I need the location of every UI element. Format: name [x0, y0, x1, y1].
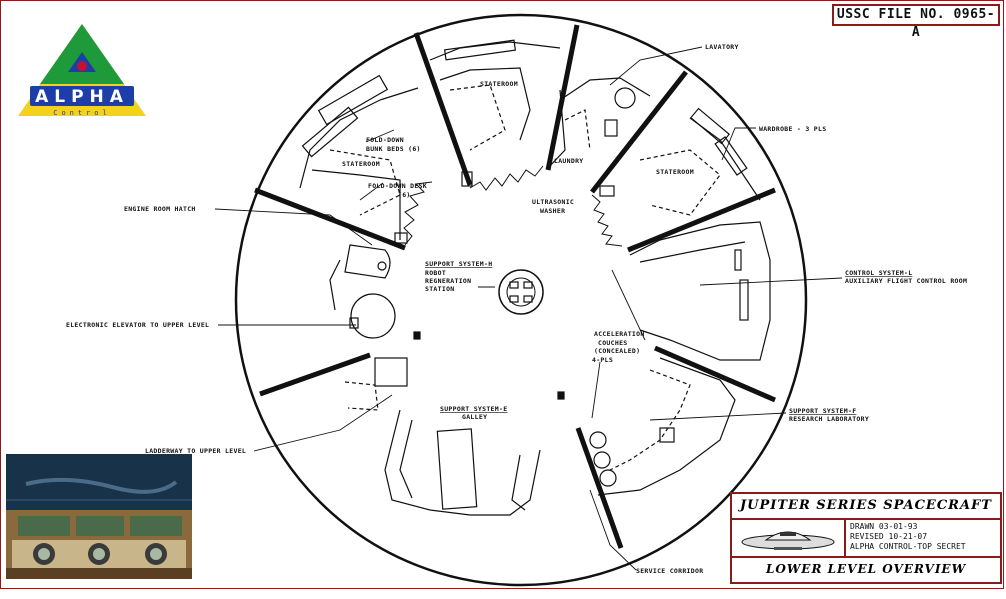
label-service-corridor: SERVICE CORRIDOR: [636, 567, 703, 575]
label-bunk-1: FOLD-DOWN: [366, 136, 404, 144]
bulkheads: [254, 24, 776, 549]
label-control-l: CONTROL SYSTEM-L: [845, 269, 912, 277]
label-engine-hatch: ENGINE ROOM HATCH: [124, 205, 196, 213]
alpha-control-logo: ALPHA Control: [18, 24, 146, 117]
label-accel-3: (CONCEALED): [594, 347, 640, 355]
spacecraft-silhouette: [732, 520, 846, 556]
label-laundry: LAUNDRY: [554, 157, 584, 165]
classification: ALPHA CONTROL-TOP SECRET: [850, 542, 966, 551]
label-accel-1: ACCELERATION: [594, 330, 645, 338]
label-stateroom-left: STATEROOM: [342, 160, 380, 168]
logo-subword: Control: [53, 109, 111, 117]
label-desk-2: (6): [398, 191, 411, 199]
label-elevator: ELECTRONIC ELEVATOR TO UPPER LEVEL: [66, 321, 209, 329]
label-lavatory: LAVATORY: [705, 43, 739, 51]
label-ultrasonic-1: ULTRASONIC: [532, 198, 574, 206]
title-block: JUPITER SERIES SPACECRAFT DRAWN 03-01-93…: [730, 492, 1002, 584]
label-desk-1: FOLD-DOWN DESK: [368, 182, 427, 190]
label-bunk-2: BUNK BEDS (6): [366, 145, 421, 153]
label-regneration: REGNERATION: [425, 277, 471, 285]
drawn-date: DRAWN 03-01-93: [850, 522, 918, 531]
title-block-title: JUPITER SERIES SPACECRAFT: [732, 494, 1000, 520]
label-accel-4: 4-PLS: [592, 356, 613, 364]
label-support-f: SUPPORT SYSTEM-F: [789, 407, 856, 415]
cockpit-photo: [6, 454, 192, 579]
label-support-h: SUPPORT SYSTEM-H: [425, 260, 492, 268]
label-station: STATION: [425, 285, 455, 293]
logo-word: ALPHA: [35, 87, 129, 107]
label-ladderway: LADDERWAY TO UPPER LEVEL: [145, 447, 246, 455]
label-robot: ROBOT: [425, 269, 446, 277]
label-support-e: SUPPORT SYSTEM-E: [440, 405, 507, 413]
file-number: USSC FILE NO. 0965-A: [832, 4, 1000, 40]
label-research-lab: RESEARCH LABORATORY: [789, 415, 869, 423]
label-stateroom-right: STATEROOM: [656, 168, 694, 176]
label-galley: GALLEY: [462, 413, 487, 421]
title-block-details: DRAWN 03-01-93 REVISED 10-21-07 ALPHA CO…: [732, 520, 1000, 558]
label-wardrobe: WARDROBE - 3 PLS: [759, 125, 826, 133]
view-name: LOWER LEVEL OVERVIEW: [765, 562, 967, 576]
outer-hull: [234, 13, 808, 587]
label-accel-2: COUCHES: [598, 339, 628, 347]
revised-date: REVISED 10-21-07: [850, 532, 928, 541]
label-stateroom-top: STATEROOM: [480, 80, 518, 88]
label-aux-flight: AUXILIARY FLIGHT CONTROL ROOM: [845, 277, 967, 285]
label-ultrasonic-2: WASHER: [540, 207, 565, 215]
